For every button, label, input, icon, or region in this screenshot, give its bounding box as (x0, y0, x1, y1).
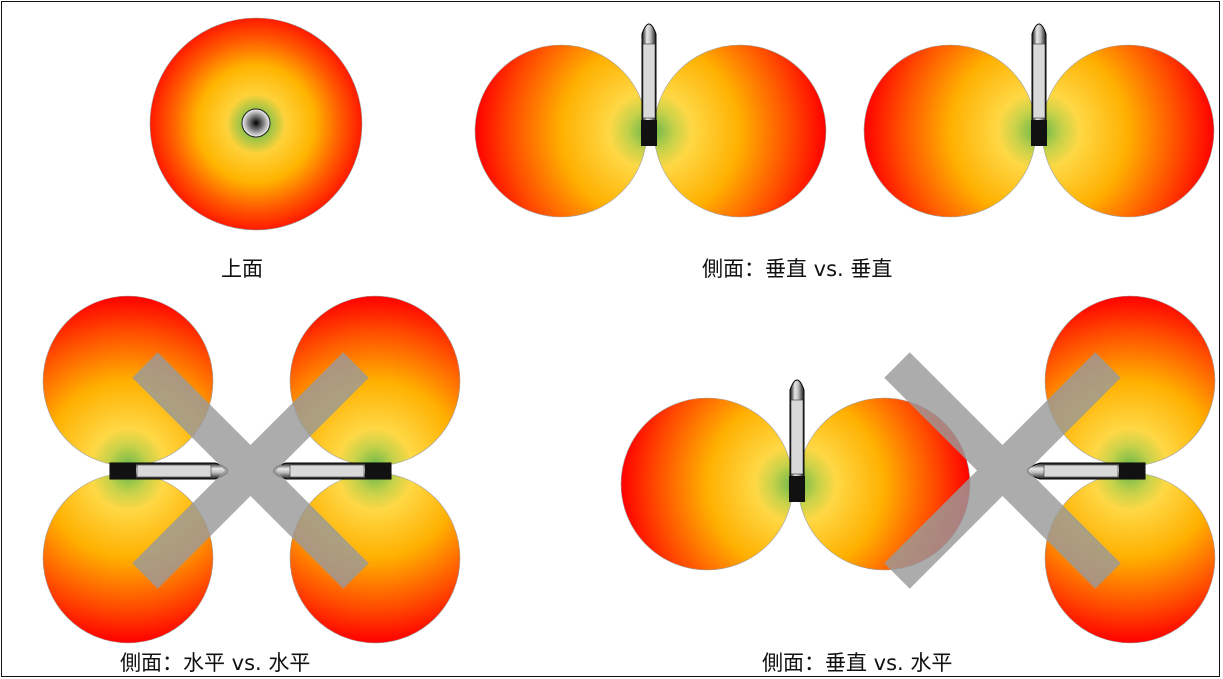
radiation-lobe-left (863, 44, 1037, 218)
antenna-icon (241, 108, 271, 138)
side-horizontal-horizontal-group (42, 295, 461, 644)
antenna-icon (641, 23, 657, 146)
radiation-lobe-right (653, 44, 827, 218)
radiation-lobe-right (1041, 44, 1215, 218)
radiation-lobe-up (42, 295, 214, 467)
antenna-icon (1031, 23, 1047, 146)
antenna-icon (273, 462, 392, 480)
caption-side-vertical-horizontal: 側面：垂直 vs. 水平 (762, 651, 953, 675)
antenna-icon (109, 462, 228, 480)
antenna-icon (1027, 462, 1146, 480)
radiation-lobe-left (620, 397, 794, 571)
side-vertical-vertical-group (474, 23, 1215, 218)
radiation-lobe-left (474, 44, 648, 218)
caption-top-view: 上面 (221, 257, 263, 281)
antenna-icon (789, 379, 805, 502)
cross-mark-icon (132, 352, 369, 589)
caption-side-horizontal-horizontal: 側面：水平 vs. 水平 (120, 651, 311, 675)
cross-mark-icon (884, 352, 1121, 589)
caption-side-vertical-vertical: 側面：垂直 vs. 垂直 (702, 257, 893, 281)
side-vertical-horizontal-group (620, 295, 1216, 644)
top-view-group (149, 17, 363, 231)
